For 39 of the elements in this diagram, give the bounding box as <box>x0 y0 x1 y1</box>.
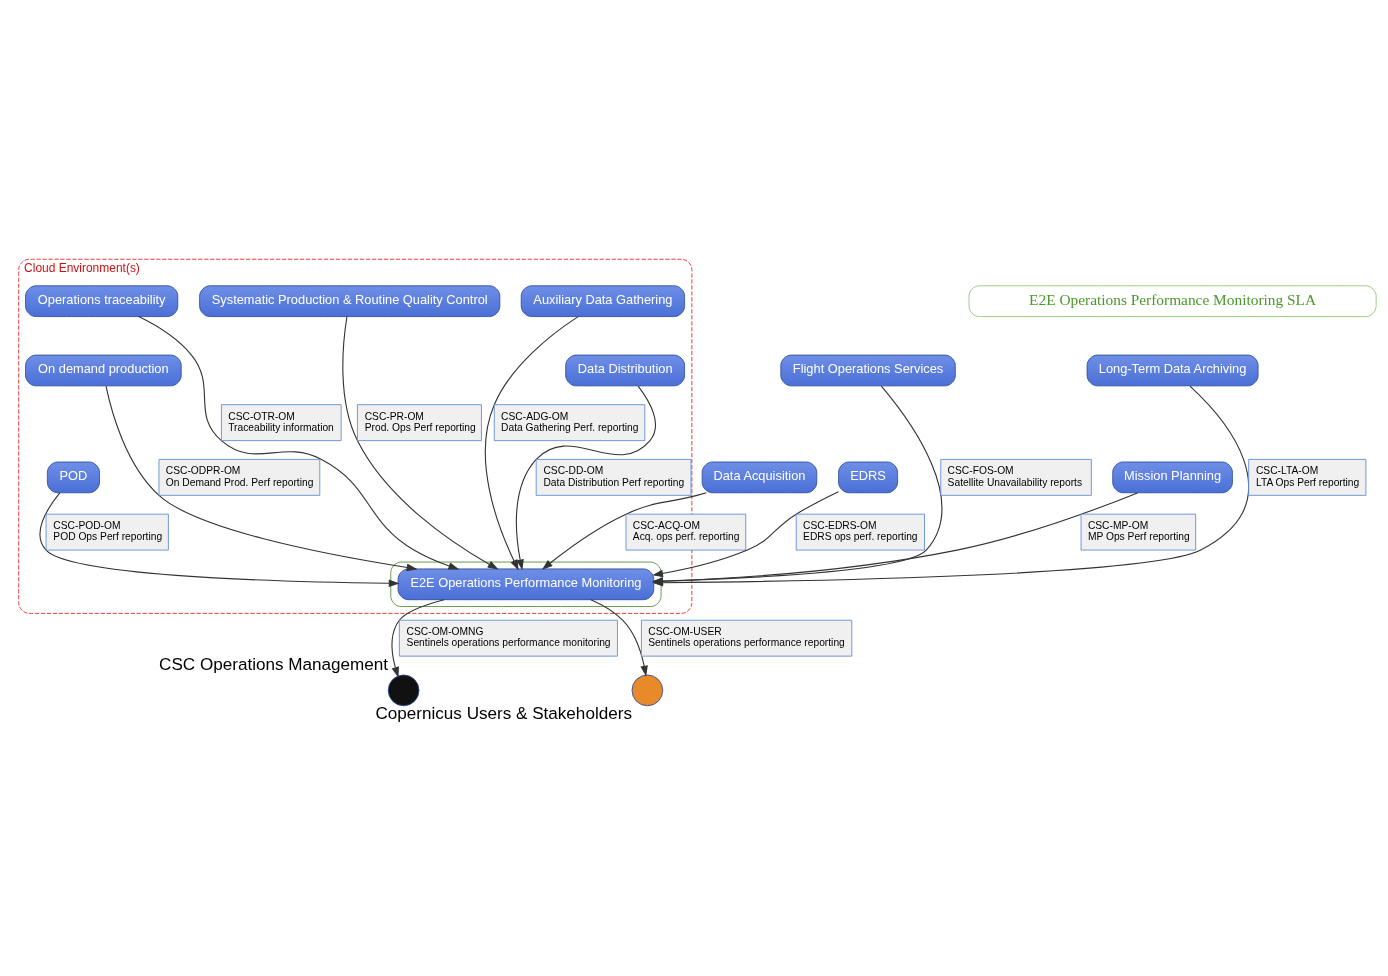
arrow <box>138 315 460 570</box>
edge-label: CSC-OTR-OM Traceability information <box>228 410 334 433</box>
edge-label: CSC-EDRS-OM EDRS ops perf. reporting <box>803 519 918 542</box>
arrow <box>590 598 648 676</box>
edge-label: CSC-OM-OMNG Sentinels operations performance monitoring <box>406 625 611 648</box>
arrow <box>652 490 839 577</box>
node-label: Copernicus Users & Stakeholders <box>375 703 632 723</box>
node-box: Auxiliary Data Gathering <box>520 284 685 317</box>
node-box: Systematic Production & Routine Quality Control <box>199 284 501 317</box>
arrow <box>342 315 499 570</box>
node-box: E2E Operations Performance Monitoring SLA <box>968 284 1377 317</box>
edge-label: CSC-FOS-OM Satellite Unavailability reports <box>947 464 1083 488</box>
node-box: Data Distribution <box>565 354 685 386</box>
node-box: On demand production <box>25 354 182 386</box>
node-box: Flight Operations Services <box>780 354 956 386</box>
arrow <box>484 315 579 570</box>
edge-label: CSC-PR-OM Prod. Ops Perf reporting <box>364 410 476 433</box>
arrow <box>39 491 400 587</box>
edge-label: CSC-OM-USER Sentinels operations performance reporting <box>648 625 845 648</box>
edge-label: CSC-POD-OM POD Ops Perf reporting <box>53 519 163 542</box>
arrow <box>515 385 656 570</box>
edge-label: CSC-MP-OM MP Ops Perf reporting <box>1087 519 1190 542</box>
node-label: CSC Operations Management <box>159 654 389 674</box>
node-box: EDRS <box>838 461 898 493</box>
node-person <box>387 674 420 706</box>
node-box: Data Acquisition <box>701 461 818 493</box>
arrow <box>105 385 418 571</box>
arrow <box>391 598 445 678</box>
edge-label: CSC-LTA-OM LTA Ops Perf reporting <box>1255 464 1360 488</box>
node-box: Operations traceability <box>25 284 179 317</box>
node-box: E2E Operations Performance Monitoring <box>397 567 655 600</box>
node-box: POD <box>46 461 100 493</box>
node-box: Mission Planning <box>1112 461 1233 493</box>
arrow <box>541 491 707 570</box>
edge-label: CSC-DD-OM Data Distribution Perf reporting <box>543 464 685 488</box>
edge-label: CSC-ODPR-OM On Demand Prod. Perf reporting <box>165 464 314 488</box>
node-box: Long-Term Data Archiving <box>1086 354 1259 386</box>
edge-label: CSC-ADG-OM Data Gathering Perf. reporting <box>501 410 639 433</box>
node-person <box>631 674 664 706</box>
